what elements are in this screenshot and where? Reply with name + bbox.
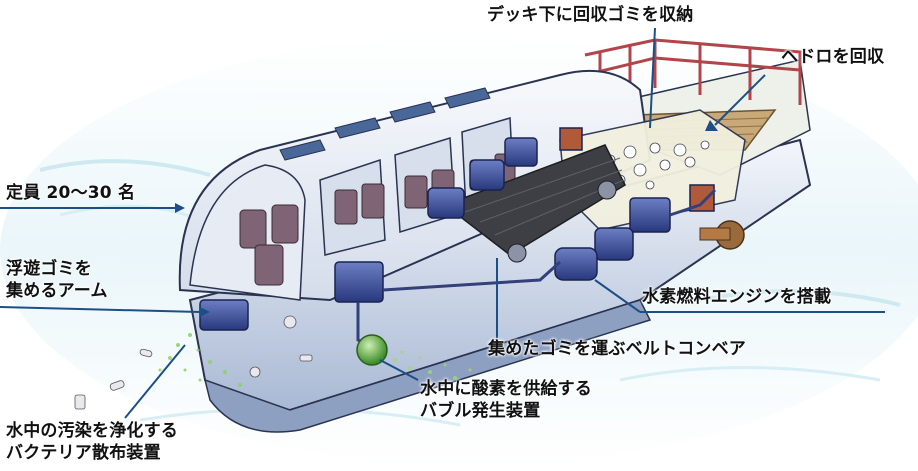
label-bacteria-line2: バクテリア散布装置 (6, 443, 161, 463)
floating-debris (74, 315, 313, 410)
label-bubble: 水中に酸素を供給する バブル発生装置 (420, 378, 592, 422)
label-bacteria-line1: 水中の汚染を浄化する (6, 421, 178, 441)
callout-arm (0, 306, 201, 313)
label-bubble-line2: バブル発生装置 (420, 401, 541, 421)
callout-engine (594, 279, 641, 313)
belt-conveyor (443, 144, 626, 263)
label-sludge: ヘドロを回収 (781, 47, 885, 67)
label-bacteria: 水中の汚染を浄化する バクテリア散布装置 (6, 420, 178, 464)
callout-bubble (379, 359, 419, 381)
label-conveyor: 集めたゴミを運ぶベルトコンベア (488, 339, 746, 359)
callout-lines (0, 27, 885, 419)
callout-sludge (714, 74, 766, 126)
label-deck-storage: デッキ下に回収ゴミを収納 (487, 5, 694, 25)
bubble-generator (356, 334, 472, 380)
bacteria-spray (158, 333, 242, 387)
label-arm-line1: 浮遊ゴミを (6, 259, 92, 279)
label-engine: 水素燃料エンジンを搭載 (642, 287, 832, 307)
label-capacity: 定員 20〜30 名 (6, 183, 136, 203)
label-arm: 浮遊ゴミを 集めるアーム (6, 258, 108, 302)
callout-deck-storage (649, 27, 656, 129)
callout-bacteria (124, 344, 186, 419)
roof-windows (279, 87, 491, 161)
label-bubble-line1: 水中に酸素を供給する (420, 379, 592, 399)
callout-arrowheads (175, 120, 718, 317)
propeller (699, 220, 745, 250)
label-arm-line2: 集めるアーム (6, 281, 108, 301)
